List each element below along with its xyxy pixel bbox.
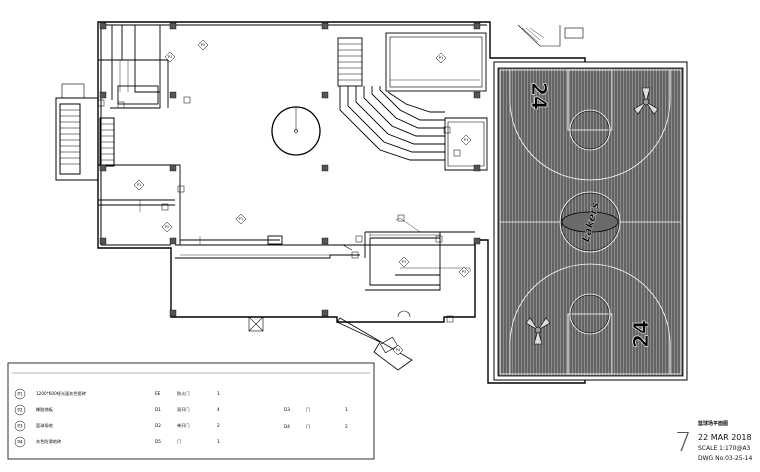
svg-text:EE: EE [155, 391, 161, 396]
svg-text:灰色防滑地砖: 灰色防滑地砖 [36, 438, 61, 445]
svg-text:D3: D3 [284, 407, 290, 412]
svg-text:D5: D5 [155, 439, 161, 444]
svg-text:P3: P3 [17, 424, 23, 429]
svg-text:防火门: 防火门 [177, 390, 190, 397]
markers [97, 96, 461, 323]
sheet-title: 篮球场平面图 [698, 421, 729, 427]
dimension-lines [119, 60, 480, 272]
court-emblem-bottom [525, 317, 551, 345]
tag-p2-a: P2 [197, 39, 209, 51]
tag-p3: P3 [458, 266, 470, 278]
court-number-bottom: 24 [629, 320, 653, 348]
svg-text:4: 4 [217, 407, 220, 412]
tag-p1-c: P1 [460, 134, 472, 146]
court-emblem-top [633, 87, 659, 115]
legend-table: P1 1200*600哑光面灰色瓷砖 P2 橡胶地板 P3 篮球场地 P4 灰色… [7, 362, 375, 460]
svg-text:P4: P4 [396, 348, 401, 352]
svg-text:双开门: 双开门 [177, 406, 190, 413]
sheet-scale: SCALE 1:170@A3 [698, 445, 751, 452]
material-tags: P1 P1 P1 P1 P1 P1 P2 P2 P3 P4 [133, 39, 472, 356]
tag-p1-a: P1 [164, 51, 176, 63]
svg-text:橡胶地板: 橡胶地板 [36, 406, 54, 413]
tag-p1-f: P1 [133, 179, 145, 191]
sheet-number: 7 [675, 428, 692, 458]
sheet-dwg-number: DWG No.03-25-14 [698, 455, 753, 462]
building-outline [55, 21, 586, 384]
svg-text:门: 门 [306, 406, 310, 413]
svg-text:门: 门 [177, 438, 181, 445]
svg-text:P1: P1 [137, 183, 141, 187]
svg-text:P1: P1 [168, 55, 172, 59]
doors [248, 244, 413, 371]
tag-p2-b: P2 [161, 221, 173, 233]
svg-text:1: 1 [217, 439, 220, 444]
court-lines [499, 69, 682, 375]
svg-text:D4: D4 [284, 424, 290, 429]
svg-text:P1: P1 [439, 56, 443, 60]
legend-right-col: D3 门 1 D4 门 2 [284, 406, 348, 430]
svg-text:P2: P2 [165, 225, 169, 229]
columns [99, 22, 481, 317]
svg-text:P1: P1 [402, 260, 406, 264]
tag-p1-b: P1 [435, 52, 447, 64]
court-number-top: 24 [527, 82, 551, 110]
tag-p1-d: P1 [235, 213, 247, 225]
svg-text:P4: P4 [17, 440, 23, 445]
svg-text:D1: D1 [155, 407, 161, 412]
svg-text:P1: P1 [17, 392, 23, 397]
svg-text:D2: D2 [155, 423, 161, 428]
svg-text:1: 1 [217, 391, 220, 396]
svg-text:门: 门 [306, 423, 310, 430]
round-feature [271, 106, 321, 156]
svg-text:P1: P1 [464, 138, 468, 142]
sheet-date: 22 MAR 2018 [698, 433, 752, 442]
tag-p4: P4 [392, 344, 404, 356]
legend-mid-col: EE 防火门 1 D1 双开门 4 D2 单开门 2 D5 门 1 [155, 390, 220, 445]
left-stair-box [55, 97, 99, 181]
door-box [248, 316, 264, 332]
svg-text:单开门: 单开门 [177, 422, 190, 429]
basketball-court: Lakers 24 24 [493, 61, 688, 381]
svg-text:篮球场地: 篮球场地 [36, 422, 54, 429]
legend-left-col: P1 1200*600哑光面灰色瓷砖 P2 橡胶地板 P3 篮球场地 P4 灰色… [14, 388, 86, 448]
svg-text:2: 2 [345, 424, 348, 429]
svg-text:1: 1 [345, 407, 348, 412]
svg-text:1200*600哑光面灰色瓷砖: 1200*600哑光面灰色瓷砖 [36, 390, 86, 397]
svg-text:2: 2 [217, 423, 220, 428]
tag-p1-e: P1 [398, 256, 410, 268]
svg-text:P2: P2 [201, 43, 205, 47]
svg-text:P3: P3 [462, 270, 466, 274]
svg-text:P2: P2 [17, 408, 23, 413]
svg-text:P1: P1 [239, 217, 243, 221]
